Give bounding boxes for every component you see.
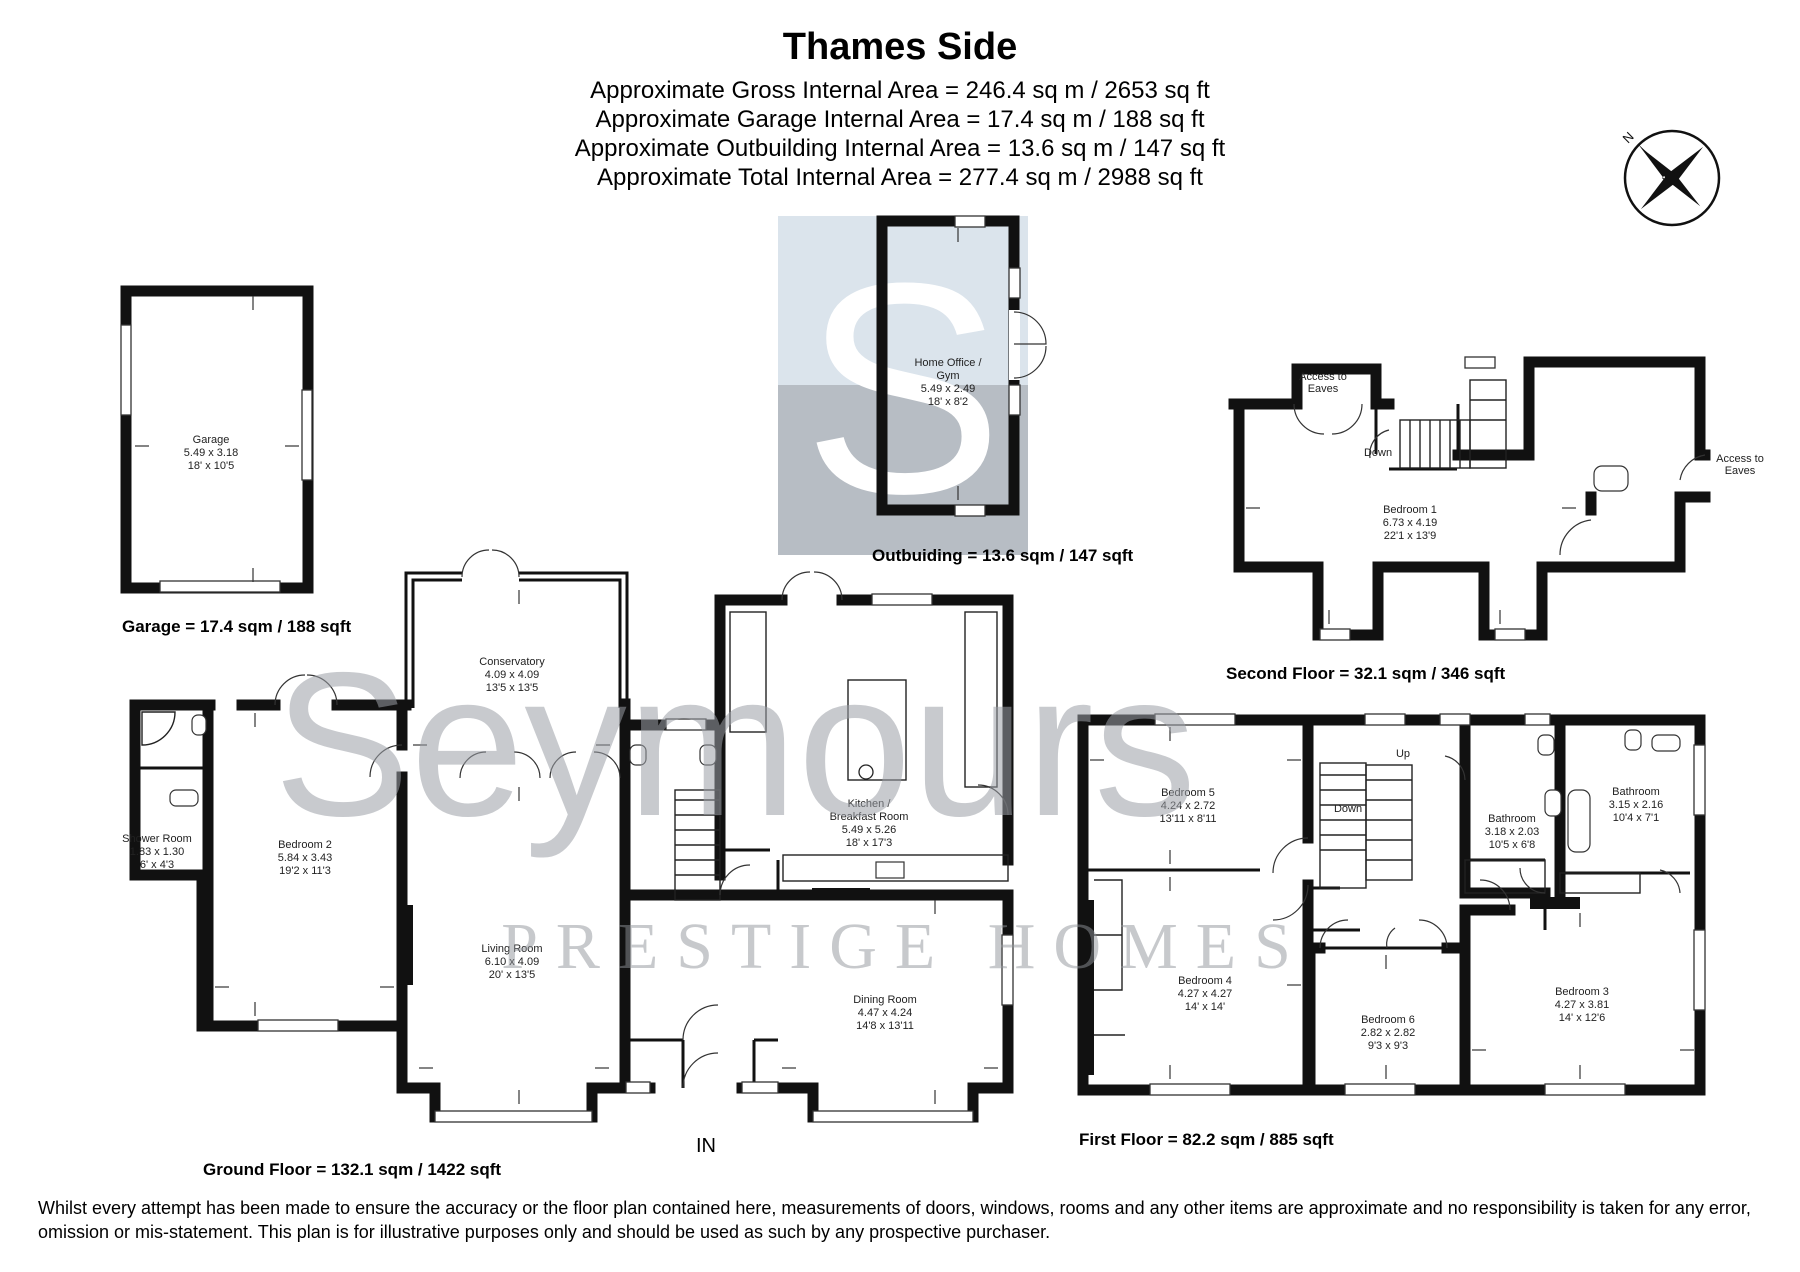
room-name: Dining Room: [853, 994, 917, 1006]
room-name: Bedroom 6: [1361, 1014, 1415, 1026]
room-name-2: Breakfast Room: [830, 811, 909, 823]
access-eaves-label-4: Eaves: [1725, 465, 1756, 477]
outbuilding-area-label: Outbuiding = 13.6 sqm / 147 sqft: [872, 546, 1134, 565]
room-imperial: 22'1 x 13'9: [1384, 530, 1437, 542]
access-eaves-label-3: Access to: [1716, 453, 1764, 465]
room-imperial: 14' x 12'6: [1559, 1012, 1605, 1024]
room-name: Bedroom 1: [1383, 504, 1437, 516]
room-imperial: 19'2 x 11'3: [279, 865, 331, 877]
room-imperial: 10'5 x 6'8: [1489, 839, 1535, 851]
room-name: Bedroom 4: [1178, 975, 1232, 987]
garage-plan: Garage 5.49 x 3.18 18' x 10'5: [120, 285, 314, 594]
room-metric: 4.27 x 3.81: [1555, 999, 1609, 1011]
stairs-up-label: Up: [1396, 748, 1410, 760]
watermark-tagline: PRESTIGE HOMES: [501, 910, 1309, 983]
room-metric: 5.49 x 3.18: [184, 447, 238, 459]
stairs: [674, 789, 721, 901]
room-imperial: 9'3 x 9'3: [1368, 1040, 1408, 1052]
garage-internal-area: Approximate Garage Internal Area = 17.4 …: [595, 106, 1205, 133]
room-imperial: 18' x 17'3: [846, 837, 892, 849]
compass-north-label: N: [1620, 129, 1637, 146]
logo-letter: S: [803, 220, 1003, 556]
gross-internal-area: Approximate Gross Internal Area = 246.4 …: [590, 77, 1210, 104]
room-metric: 5.84 x 3.43: [278, 852, 332, 864]
outbuilding-internal-area: Approximate Outbuilding Internal Area = …: [574, 135, 1226, 162]
room-metric: 3.15 x 2.16: [1609, 799, 1663, 811]
room-name: Home Office /: [914, 357, 982, 369]
room-imperial: 18' x 10'5: [188, 460, 234, 472]
room-metric: 4.24 x 2.72: [1161, 800, 1215, 812]
stairs-down-label: Down: [1334, 803, 1362, 815]
room-name: Garage: [193, 434, 230, 446]
entrance-label: IN: [696, 1135, 716, 1157]
room-name: Bedroom 5: [1161, 787, 1215, 799]
room-name: Kitchen /: [848, 798, 892, 810]
total-internal-area: Approximate Total Internal Area = 277.4 …: [597, 164, 1203, 191]
room-name: Conservatory: [479, 656, 545, 668]
room-imperial: 14' x 14': [1185, 1001, 1225, 1013]
room-name-2: Gym: [936, 370, 959, 382]
room-metric: 3.18 x 2.03: [1485, 826, 1539, 838]
garage-area-label: Garage = 17.4 sqm / 188 sqft: [122, 617, 351, 636]
access-eaves-label-1: Access to: [1299, 371, 1347, 383]
room-name: Living Room: [481, 943, 542, 955]
stairs-down-label: Down: [1364, 447, 1392, 459]
outbuilding-plan: Home Office / Gym 5.49 x 2.49 18' x 8'2: [876, 215, 1047, 517]
room-imperial: 10'4 x 7'1: [1613, 812, 1659, 824]
stairs: [1319, 762, 1413, 889]
property-title: Thames Side: [782, 26, 1018, 68]
room-metric: 4.47 x 4.24: [858, 1007, 912, 1019]
hob-icon: [858, 764, 874, 780]
room-imperial: 20' x 13'5: [489, 969, 535, 981]
ground-floor-area-label: Ground Floor = 132.1 sqm / 1422 sqft: [203, 1160, 501, 1179]
first-floor-area-label: First Floor = 82.2 sqm / 885 sqft: [1079, 1130, 1334, 1149]
access-eaves-label-2: Eaves: [1308, 383, 1339, 395]
compass-rose-icon: N: [1620, 129, 1721, 227]
room-metric: 5.49 x 5.26: [842, 824, 896, 836]
room-metric: 1.83 x 1.30: [130, 846, 184, 858]
room-imperial: 6' x 4'3: [140, 859, 174, 871]
room-metric: 6.73 x 4.19: [1383, 517, 1437, 529]
room-imperial: 13'5 x 13'5: [486, 682, 539, 694]
room-metric: 4.27 x 4.27: [1178, 988, 1232, 1000]
room-name: Bathroom: [1612, 786, 1660, 798]
room-name: Bedroom 3: [1555, 986, 1609, 998]
room-metric: 4.09 x 4.09: [485, 669, 539, 681]
room-name: Shower Room: [122, 833, 192, 845]
disclaimer-text: Whilst every attempt has been made to en…: [38, 1198, 1751, 1242]
room-metric: 6.10 x 4.09: [485, 956, 539, 968]
watermark-brand: Seymours: [274, 630, 1197, 859]
stairs: [1399, 379, 1507, 469]
ground-floor-plan: Conservatory 4.09 x 4.09 13'5 x 13'5 Bed…: [122, 549, 1014, 1157]
room-imperial: 13'11 x 8'11: [1159, 813, 1216, 825]
seymours-logo-watermark: S: [778, 216, 1028, 556]
room-imperial: 14'8 x 13'11: [856, 1020, 914, 1032]
room-metric: 2.82 x 2.82: [1361, 1027, 1415, 1039]
room-metric: 5.49 x 2.49: [921, 383, 975, 395]
room-name: Bathroom: [1488, 813, 1536, 825]
second-floor-plan: Access to Eaves Access to Eaves Down Bed…: [1228, 356, 1764, 641]
room-name: Bedroom 2: [278, 839, 332, 851]
first-floor-plan: Down Up Bedroom 5 4.24 x 2.72 13'11 x 8'…: [1077, 713, 1706, 1096]
second-floor-area-label: Second Floor = 32.1 sqm / 346 sqft: [1226, 664, 1506, 683]
room-imperial: 18' x 8'2: [928, 396, 968, 408]
